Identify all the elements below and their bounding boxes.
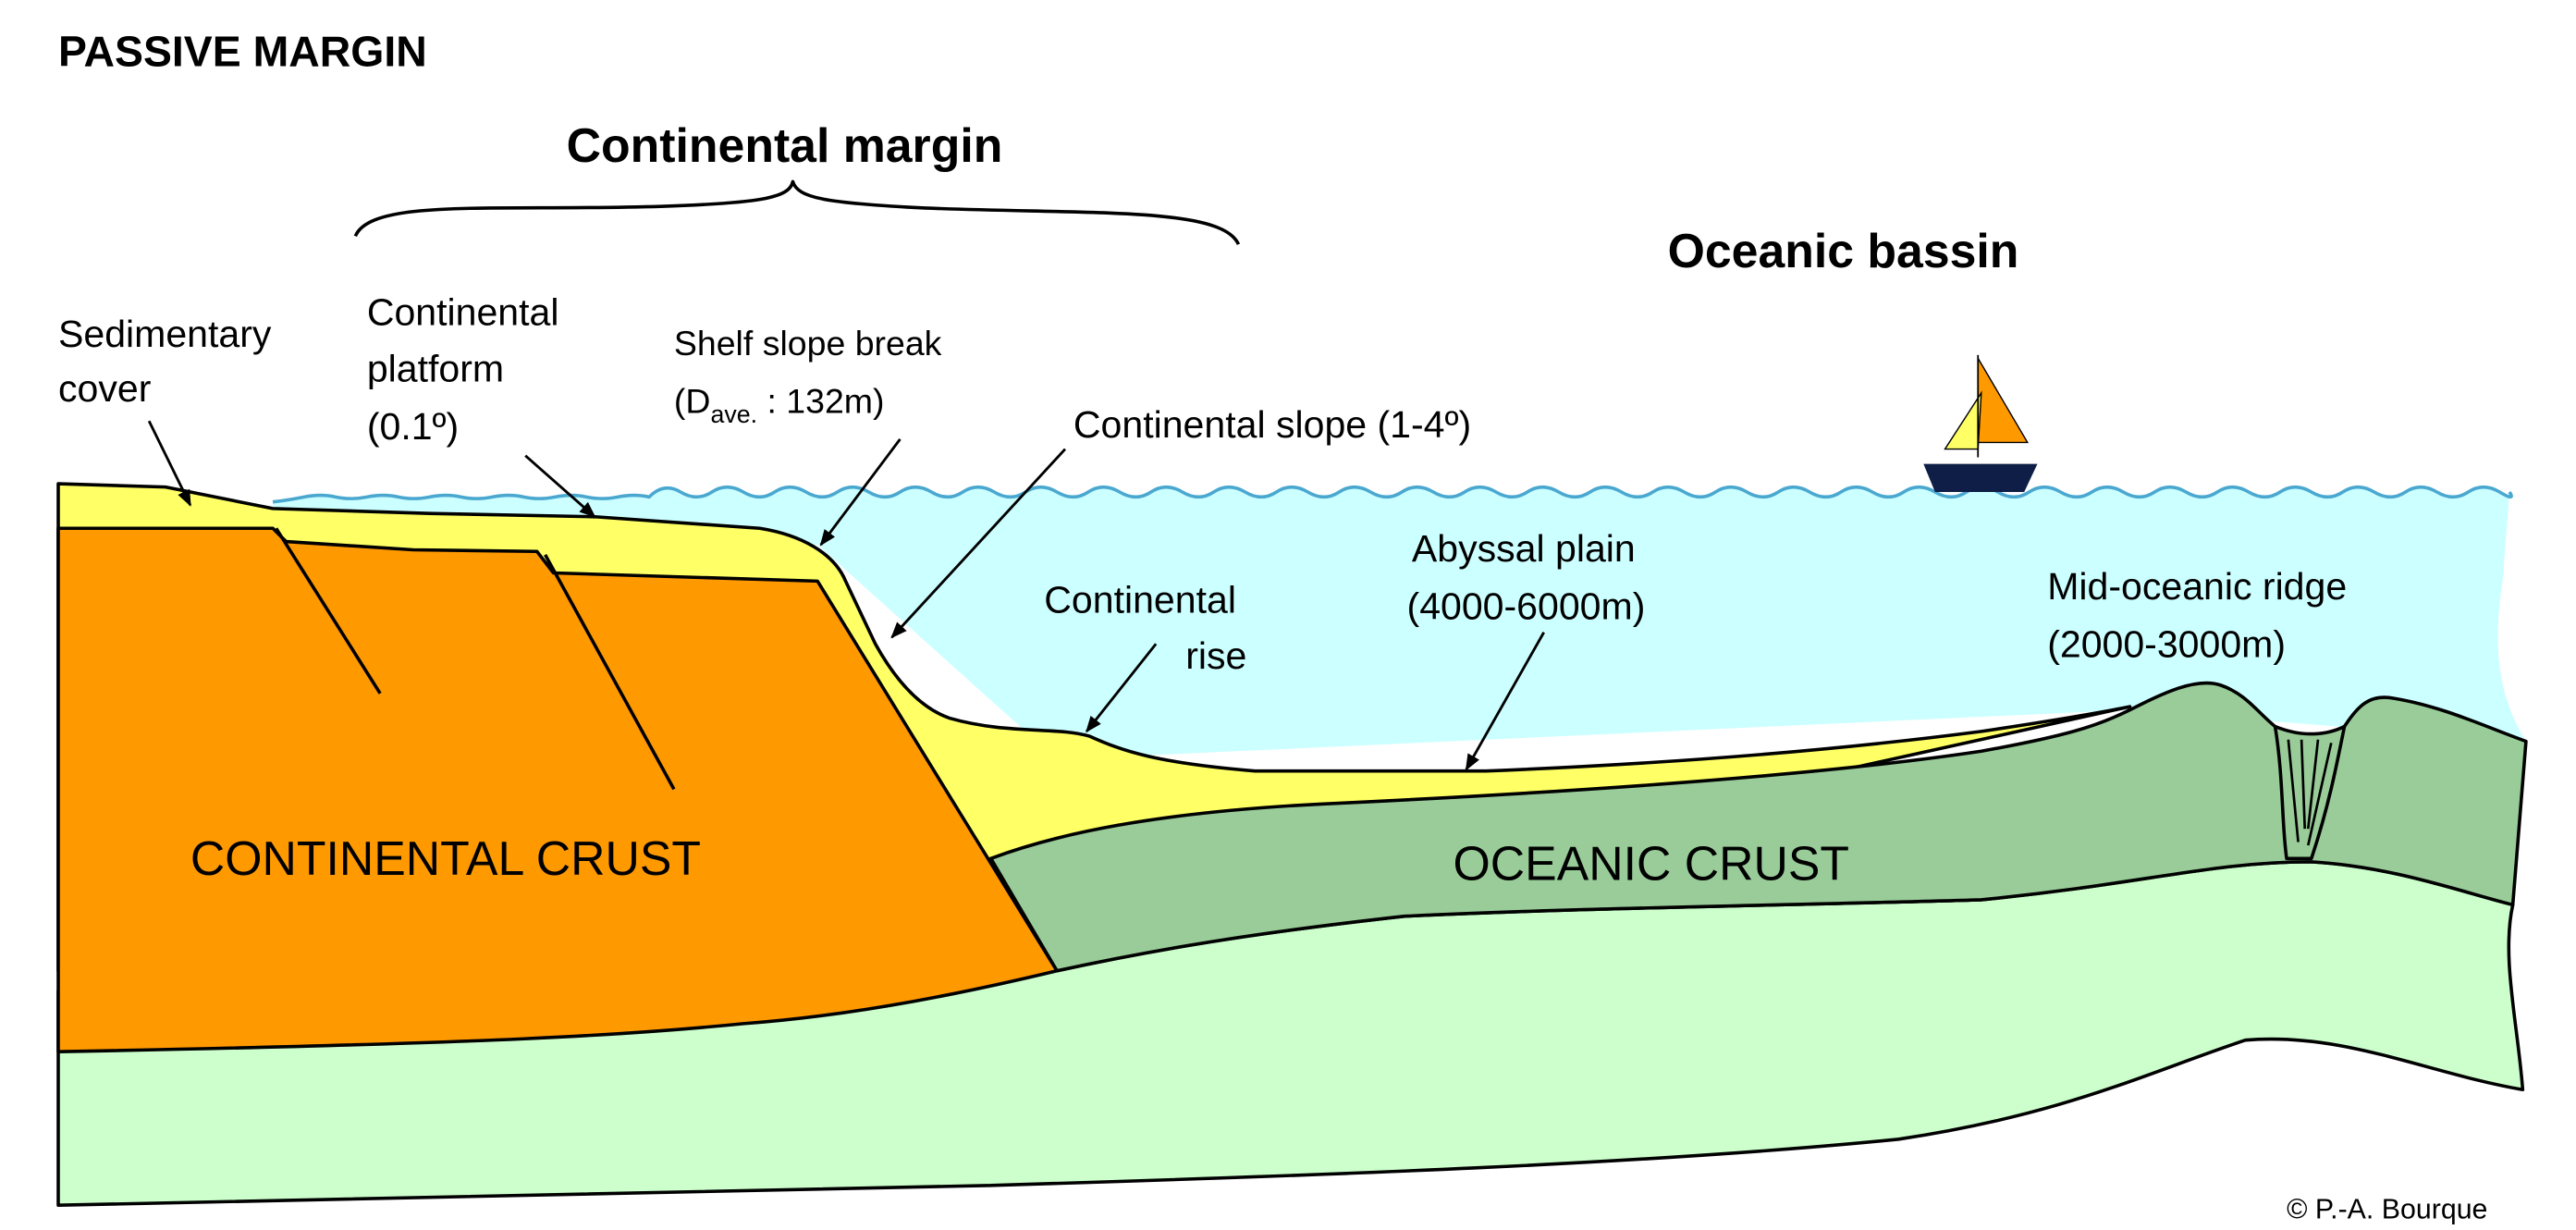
ocean-water xyxy=(273,486,2526,760)
arrow-shelf-slope-break xyxy=(819,438,902,547)
ridge-axial-valley xyxy=(2273,726,2347,861)
sea-surface-waves xyxy=(272,485,2513,504)
arrow-abyssal-plain xyxy=(1465,632,1545,771)
diagram-title: PASSIVE MARGIN xyxy=(58,27,427,75)
label-sedimentary-cover: Sedimentary cover xyxy=(58,313,282,410)
label-mid-oceanic-ridge: Mid-oceanic ridge (2000-3000m) xyxy=(2047,565,2357,665)
label-abyssal-plain: Abyssal plain (4000-6000m) xyxy=(1407,527,1647,627)
label-continental-rise: Continental rise xyxy=(1044,578,1246,677)
continental-margin-heading: Continental margin xyxy=(567,118,1003,172)
oceanic-crust xyxy=(988,681,2528,973)
ridge-dikes xyxy=(2287,739,2333,846)
label-continental-crust: CONTINENTAL CRUST xyxy=(190,831,701,885)
sailboat-icon xyxy=(1923,354,2038,492)
arrow-continental-platform xyxy=(524,454,596,518)
continental-margin-brace xyxy=(353,179,1241,246)
label-continental-platform: Continental platform (0.1º) xyxy=(367,291,570,448)
label-oceanic-crust: OCEANIC CRUST xyxy=(1454,837,1850,891)
arrow-sedimentary-cover xyxy=(147,420,192,507)
label-shelf-depth: (Dave. : 132m) xyxy=(674,381,885,428)
arrow-continental-slope xyxy=(890,448,1067,639)
normal-fault-1 xyxy=(275,527,382,695)
label-continental-slope: Continental slope (1-4º) xyxy=(1073,403,1471,446)
continental-crust xyxy=(56,526,1059,1053)
label-shelf-slope-break: Shelf slope break xyxy=(674,324,942,363)
copyright-credit: © P.-A. Bourque xyxy=(2287,1195,2487,1225)
normal-fault-2 xyxy=(544,553,676,791)
arrow-continental-rise xyxy=(1086,643,1158,733)
oceanic-basin-heading: Oceanic bassin xyxy=(1668,224,2019,277)
pointer-arrows xyxy=(147,420,1545,771)
